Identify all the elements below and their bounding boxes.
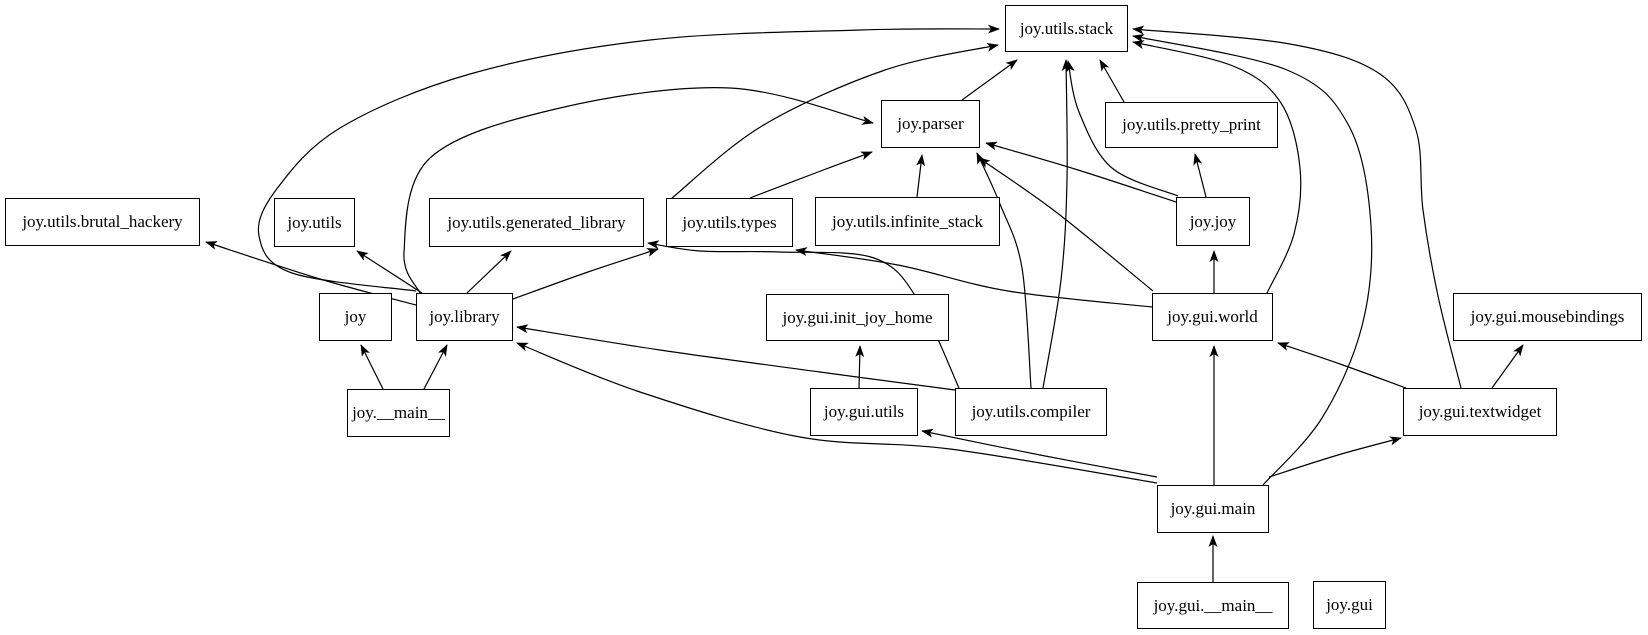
edge-world-to-parser xyxy=(978,157,1154,292)
node-mousebindings: joy.gui.mousebindings xyxy=(1453,293,1642,341)
edge-joyjoy-to-stack xyxy=(1065,60,1179,197)
edge-library-to-generated_library xyxy=(466,250,512,294)
edge-gui_main-to-textwidget xyxy=(1268,436,1402,478)
edge-library-to-parser xyxy=(403,87,874,294)
node-gui_main_: joy.gui.__main__ xyxy=(1137,582,1289,629)
edge-main_-to-library xyxy=(423,344,448,390)
node-parser: joy.parser xyxy=(881,100,980,148)
edge-compiler-to-parser xyxy=(976,152,1032,389)
edge-textwidget-to-world xyxy=(1277,342,1407,389)
node-world: joy.gui.world xyxy=(1152,293,1273,341)
node-generated_library: joy.utils.generated_library xyxy=(429,198,644,247)
node-textwidget: joy.gui.textwidget xyxy=(1403,388,1557,436)
node-types: joy.utils.types xyxy=(666,198,793,247)
edge-gui_utils-to-init_joy_home xyxy=(855,345,865,389)
edge-joyjoy-to-pretty_print xyxy=(1193,153,1207,198)
edge-pretty_print-to-stack xyxy=(1099,59,1125,103)
edge-textwidget-to-mousebindings xyxy=(1491,344,1524,389)
edge-gui_main-to-gui_utils xyxy=(921,428,1158,478)
node-init_joy_home: joy.gui.init_joy_home xyxy=(766,294,949,341)
edge-gui_main-to-stack xyxy=(1132,33,1373,486)
edge-gui_main-to-library xyxy=(516,342,1158,484)
node-joyjoy: joy.joy xyxy=(1176,197,1250,246)
node-stack: joy.utils.stack xyxy=(1005,5,1128,52)
node-gui_utils: joy.gui.utils xyxy=(810,388,918,436)
edge-library-to-types xyxy=(512,248,659,300)
edge-types-to-stack xyxy=(671,42,999,199)
node-compiler: joy.utils.compiler xyxy=(955,388,1107,436)
node-joy: joy xyxy=(319,293,392,341)
edge-joyjoy-to-parser xyxy=(985,141,1177,203)
node-gui: joy.gui xyxy=(1313,581,1386,629)
edge-world-to-stack xyxy=(1132,40,1302,294)
node-gui_main: joy.gui.main xyxy=(1157,485,1269,533)
edge-world-to-types xyxy=(795,247,1153,308)
node-pretty_print: joy.utils.pretty_print xyxy=(1105,102,1278,148)
edge-types-to-parser xyxy=(749,151,873,199)
edge-library-to-utils xyxy=(356,250,423,294)
node-library: joy.library xyxy=(416,293,513,341)
edge-library-to-stack xyxy=(257,24,1000,292)
edge-textwidget-to-stack xyxy=(1132,25,1462,389)
edge-compiler-to-stack xyxy=(1042,59,1071,389)
edge-main_-to-joy xyxy=(360,344,384,390)
node-utils: joy.utils xyxy=(274,198,355,247)
edge-parser-to-stack xyxy=(961,59,1018,101)
edge-compiler-to-library xyxy=(516,324,956,391)
node-main_: joy.__main__ xyxy=(347,389,450,437)
node-infinite_stack: joy.utils.infinite_stack xyxy=(815,197,1000,246)
node-brutal_hackery: joy.utils.brutal_hackery xyxy=(5,198,200,246)
edge-infinite_stack-to-parser xyxy=(916,154,926,198)
